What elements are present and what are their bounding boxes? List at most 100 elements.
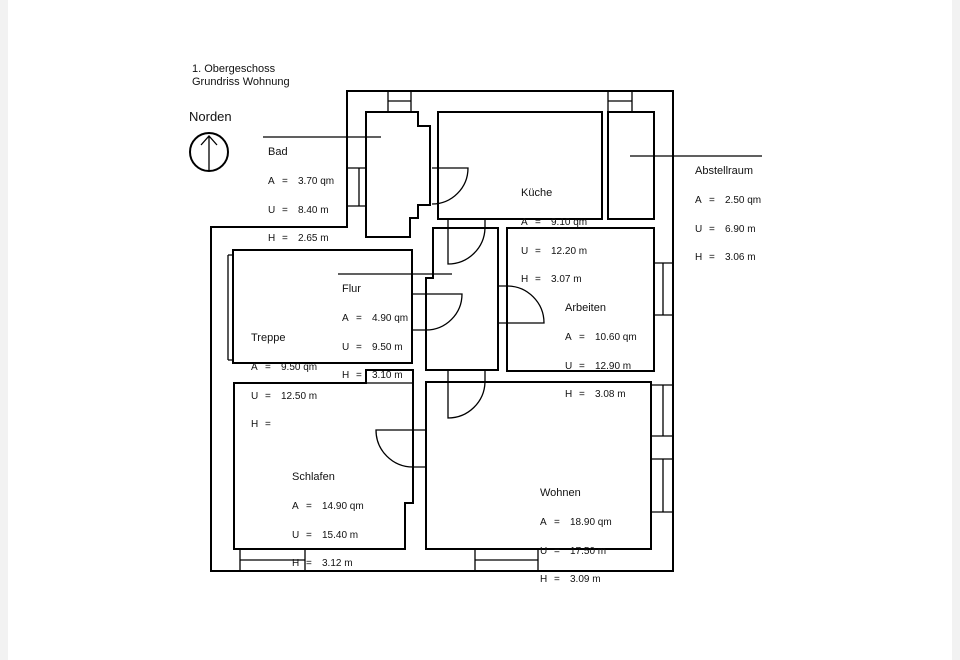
label-text: = bbox=[265, 390, 271, 402]
treppe-edge bbox=[227, 254, 233, 361]
door-arbeiten bbox=[498, 285, 545, 324]
room-flur bbox=[425, 227, 499, 371]
label-text: U bbox=[292, 529, 300, 541]
north-arrow-icon bbox=[189, 132, 229, 172]
label-text: U bbox=[342, 341, 350, 353]
label-text: = bbox=[535, 245, 541, 257]
label-text: 9.10 qm bbox=[551, 217, 588, 228]
label-text: 2.50 qm bbox=[725, 195, 762, 206]
room-name: Schlafen bbox=[292, 471, 335, 483]
label-text: 3.12 m bbox=[322, 558, 353, 569]
label-text: = bbox=[579, 389, 585, 400]
label-text: A bbox=[521, 217, 528, 228]
room-label-kueche: Küche A=9.10 qm U=12.20 m H=3.07 m bbox=[521, 168, 587, 294]
label-text: A bbox=[540, 517, 547, 528]
plan-title-line2: Grundriss Wohnung bbox=[192, 76, 290, 88]
label-text: = bbox=[306, 529, 312, 541]
label-text: = bbox=[579, 332, 585, 343]
room-name: Bad bbox=[268, 146, 288, 158]
label-text: = bbox=[265, 419, 271, 430]
label-text: 3.08 m bbox=[595, 389, 626, 400]
room-label-treppe: Treppe A=9.50 qm U=12.50 m H= bbox=[251, 313, 317, 439]
label-text: A bbox=[292, 501, 299, 512]
room-name: Flur bbox=[342, 283, 361, 295]
room-abstellraum bbox=[607, 111, 655, 220]
label-text: A bbox=[268, 176, 275, 187]
label-text: 2.65 m bbox=[298, 233, 329, 244]
label-text: H bbox=[268, 233, 276, 244]
label-text: = bbox=[306, 558, 312, 569]
label-text: = bbox=[554, 545, 560, 557]
room-name: Küche bbox=[521, 187, 553, 199]
room-kueche bbox=[437, 111, 603, 220]
label-text: 10.60 qm bbox=[595, 332, 637, 343]
label-text: = bbox=[282, 176, 288, 187]
label-text: 8.40 m bbox=[298, 204, 329, 216]
door-kueche bbox=[431, 167, 469, 205]
label-text: H bbox=[342, 370, 350, 381]
label-text: 9.50 qm bbox=[281, 362, 318, 373]
label-text: = bbox=[709, 195, 715, 206]
label-text: = bbox=[356, 341, 362, 353]
label-text: = bbox=[265, 362, 271, 373]
label-text: A bbox=[342, 313, 349, 324]
label-text: = bbox=[282, 204, 288, 216]
label-text: = bbox=[306, 501, 312, 512]
label-text: U bbox=[540, 545, 548, 557]
label-text: H bbox=[695, 252, 703, 263]
room-name: Treppe bbox=[251, 332, 286, 344]
label-text: = bbox=[554, 574, 560, 585]
room-treppe bbox=[232, 249, 413, 364]
label-text: 14.90 qm bbox=[322, 501, 364, 512]
label-text: 9.50 m bbox=[372, 341, 403, 353]
label-text: = bbox=[554, 517, 560, 528]
label-text: 3.10 m bbox=[372, 370, 403, 381]
label-text: 4.90 qm bbox=[372, 313, 409, 324]
window-right-wohnen-1 bbox=[651, 384, 673, 437]
label-text: 12.20 m bbox=[551, 245, 588, 257]
door-wohnen bbox=[447, 370, 486, 419]
label-text: A bbox=[251, 362, 258, 373]
label-text: 17.50 m bbox=[570, 545, 607, 557]
window-top-bad bbox=[387, 91, 412, 112]
room-name: Abstellraum bbox=[695, 165, 754, 177]
label-text: A bbox=[565, 332, 572, 343]
room-label-bad: Bad A=3.70 qm U=8.40 m H=2.65 m bbox=[268, 127, 334, 253]
label-text: = bbox=[282, 233, 288, 244]
label-text: 15.40 m bbox=[322, 529, 359, 541]
plan-title-line1: 1. Obergeschoss bbox=[192, 63, 276, 75]
label-text: H bbox=[540, 574, 548, 585]
room-name: Wohnen bbox=[540, 487, 581, 499]
label-text: 12.90 m bbox=[595, 360, 632, 372]
label-text: = bbox=[535, 217, 541, 228]
room-schlafen bbox=[233, 369, 414, 550]
window-right-arbeiten bbox=[654, 262, 673, 316]
label-text: = bbox=[535, 274, 541, 285]
north-label: Norden bbox=[189, 109, 232, 124]
room-label-flur: Flur A = 4.90 qm U = 9.50 m H = 3.10 m bbox=[342, 264, 408, 390]
label-text: H bbox=[251, 419, 259, 430]
label-text: 3.07 m bbox=[551, 274, 582, 285]
outer-wall bbox=[210, 90, 674, 572]
door-schlafen bbox=[375, 429, 426, 468]
label-text: 3.70 qm bbox=[298, 176, 335, 187]
room-label-schlafen: Schlafen A=14.90 qm U=15.40 m H=3.12 m bbox=[292, 452, 364, 578]
room-label-wohnen: Wohnen A = 18.90 qm U = 17.50 m H = 3.09 m bbox=[540, 468, 612, 594]
window-top-abstell bbox=[607, 91, 633, 112]
label-text: 3.09 m bbox=[570, 574, 601, 585]
label-text: 12.50 m bbox=[281, 390, 318, 402]
label-text: U bbox=[565, 360, 573, 372]
label-text: A bbox=[695, 195, 702, 206]
door-treppe bbox=[413, 293, 463, 331]
label-text: U bbox=[695, 223, 703, 235]
label-text: 18.90 qm bbox=[570, 517, 612, 528]
label-text: 6.90 m bbox=[725, 223, 756, 235]
window-bad-left bbox=[347, 167, 366, 207]
window-bottom-wohnen bbox=[474, 549, 539, 571]
label-text: = bbox=[356, 370, 362, 381]
room-arbeiten bbox=[506, 227, 655, 372]
window-right-wohnen-2 bbox=[651, 458, 673, 513]
room-bad bbox=[365, 111, 431, 238]
label-text: = bbox=[356, 313, 362, 324]
